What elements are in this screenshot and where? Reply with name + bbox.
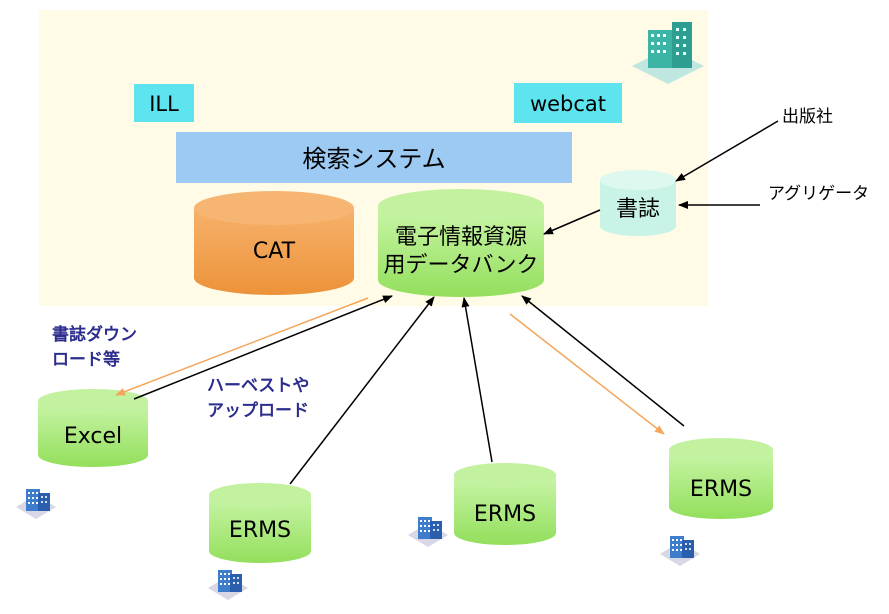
erms-cylinder-1: ERMS (209, 483, 311, 563)
biblio-cylinder: 書誌 (600, 170, 676, 236)
erms-2-label: ERMS (474, 502, 536, 527)
cat-label: CAT (253, 239, 296, 264)
databank-label-line2: 用データバンク (383, 253, 538, 278)
harvest-note-line2: アップロード (207, 400, 309, 421)
download-note-line2: ロード等 (52, 349, 120, 370)
databank-label-line1: 電子情報資源 (395, 225, 527, 250)
search-system-bar: 検索システム (176, 132, 572, 183)
webcat-label: webcat (530, 92, 606, 116)
biblio-to-databank-arrow (543, 209, 601, 235)
excel-to-databank-arrow (133, 295, 393, 400)
erms-cylinder-3: ERMS (669, 438, 773, 519)
erms-3-label: ERMS (690, 477, 752, 502)
harvest-note-line1: ハーベストや (207, 376, 309, 396)
erms-cylinder-2: ERMS (454, 463, 556, 545)
search-system-label: 検索システム (302, 145, 445, 173)
download-note-line1: 書誌ダウン (52, 324, 137, 345)
publisher-label: 出版社 (782, 107, 833, 127)
excel-label: Excel (64, 424, 122, 449)
cat-cylinder: CAT (194, 191, 354, 295)
ill-label: ILL (149, 92, 179, 116)
databank-to-excel-orange-arrow (115, 297, 369, 396)
erms-1-label: ERMS (229, 518, 291, 543)
library-building-icon (632, 22, 704, 84)
excel-cylinder: Excel (38, 389, 148, 467)
erms3-to-databank-arrow (521, 295, 685, 427)
building-icon-erms-1 (208, 570, 248, 600)
databank-cylinder: 電子情報資源 用データバンク (378, 189, 544, 297)
building-icon-erms-3 (660, 536, 700, 566)
building-icon-erms-2 (408, 517, 448, 547)
webcat-box: webcat (514, 83, 622, 123)
biblio-label: 書誌 (616, 197, 660, 222)
erms2-to-databank-arrow (461, 297, 493, 463)
databank-to-erms3-orange-arrow (509, 313, 665, 435)
erms1-to-databank-arrow (289, 296, 435, 485)
publisher-to-biblio-arrow (675, 120, 779, 182)
ill-box: ILL (134, 84, 194, 122)
building-icon-excel (16, 489, 56, 519)
aggregator-label: アグリゲータ (768, 184, 869, 204)
